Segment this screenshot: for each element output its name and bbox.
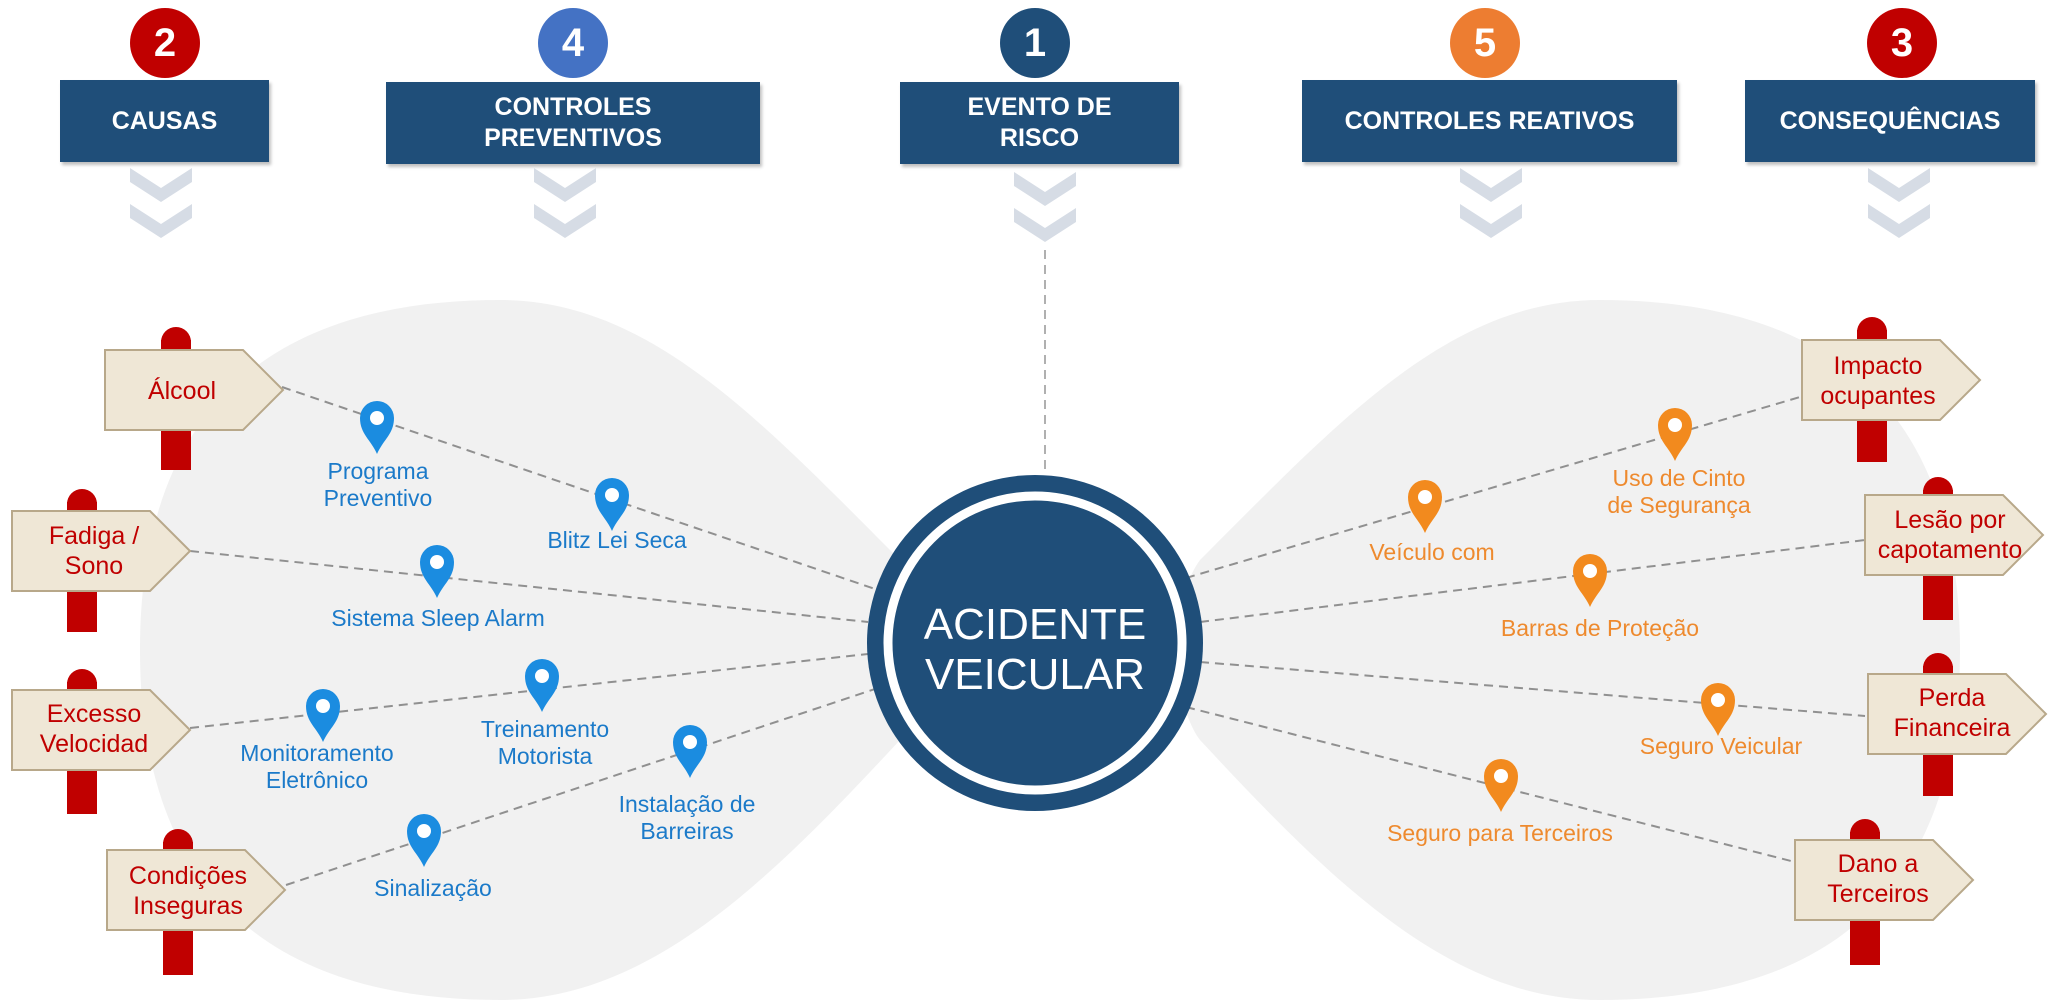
risk-event-circle-outer — [867, 475, 1203, 811]
right-blob — [1177, 300, 1960, 1000]
map-pin-dot — [1418, 490, 1432, 504]
header-reactive-controls: CONTROLES REATIVOS — [1302, 80, 1677, 162]
map-pin-icon — [1658, 408, 1692, 461]
signpost-board — [11, 510, 192, 592]
map-pin-icon — [420, 545, 454, 598]
connector-line — [189, 653, 869, 729]
reactive-control-label: Seguro Veicular — [1639, 733, 1803, 759]
map-pin-icon — [673, 725, 707, 778]
chevron-down-icon — [1868, 168, 1930, 238]
header-risk-event: EVENTO DE RISCO — [900, 82, 1179, 164]
cause-label: Fadiga / Sono — [48, 522, 140, 580]
map-pin-dot — [1668, 418, 1682, 432]
reactive-control-label: Barras de Proteção — [1500, 615, 1700, 641]
header-causes: CAUSAS — [60, 80, 269, 162]
connector-line — [1199, 661, 1866, 717]
map-pin-dot — [316, 699, 330, 713]
map-pin-dot — [1711, 693, 1725, 707]
map-pin-icon — [1701, 683, 1735, 736]
map-pin-dot — [535, 669, 549, 683]
header-consequences: CONSEQUÊNCIAS — [1745, 80, 2035, 162]
connector-line — [189, 550, 869, 623]
header-preventive-controls: CONTROLES PREVENTIVOS — [386, 82, 760, 164]
consequence-label: Perda Financeira — [1893, 684, 2011, 742]
chevron-down-icon — [1460, 168, 1522, 238]
signpost-board — [1864, 494, 2045, 576]
map-pin-dot — [430, 555, 444, 569]
preventive-control-label: Instalação de Barreiras — [618, 791, 756, 844]
preventive-control-label: Blitz Lei Seca — [547, 527, 687, 553]
step-badge-consequences: 3 — [1867, 8, 1937, 78]
map-pin-dot — [370, 411, 384, 425]
map-pin-dot — [1583, 564, 1597, 578]
signpost-board — [1801, 339, 1982, 421]
chevron-down-icon — [130, 168, 192, 238]
reactive-control-label: Seguro para Terceiros — [1387, 820, 1613, 846]
map-pin-icon — [525, 659, 559, 712]
risk-event-circle-ring — [883, 491, 1187, 795]
connector-line — [1185, 396, 1801, 579]
reactive-control-label: Veículo com — [1369, 539, 1495, 565]
preventive-control-label: Sinalização — [374, 875, 492, 901]
map-pin-icon — [1408, 480, 1442, 533]
map-pin-dot — [1494, 769, 1508, 783]
map-pin-icon — [407, 814, 441, 867]
risk-event-label: ACIDENTE VEICULAR — [923, 600, 1147, 699]
cause-label: Condições Inseguras — [128, 862, 248, 920]
map-pin-icon — [1573, 554, 1607, 607]
map-pin-icon — [595, 478, 629, 531]
left-blob — [140, 300, 923, 1000]
signpost-board — [1794, 839, 1975, 921]
chevron-down-icon — [534, 168, 596, 238]
reactive-control-label: Uso de Cinto de Segurança — [1607, 465, 1751, 518]
signpost-board — [106, 849, 287, 931]
cause-label: Álcool — [147, 377, 217, 405]
preventive-control-label: Monitoramento Eletrônico — [240, 740, 394, 793]
consequence-label: Impacto ocupantes — [1820, 352, 1936, 410]
signpost-board — [11, 689, 192, 771]
map-pin-icon — [306, 689, 340, 742]
preventive-control-label: Programa Preventivo — [323, 458, 433, 511]
preventive-control-label: Treinamento Motorista — [480, 716, 610, 769]
preventive-control-label: Sistema Sleep Alarm — [331, 605, 545, 631]
signpost-board — [1867, 673, 2048, 755]
consequence-label: Dano a Terceiros — [1827, 850, 1929, 908]
step-badge-preventive: 4 — [538, 8, 608, 78]
consequence-label: Lesão por capotamento — [1877, 506, 2023, 564]
step-badge-reactive: 5 — [1450, 8, 1520, 78]
signpost-board — [104, 349, 285, 431]
cause-label: Excesso Velocidad — [39, 700, 149, 758]
step-badge-causes: 2 — [130, 8, 200, 78]
connector-line — [1199, 539, 1866, 623]
map-pin-icon — [360, 401, 394, 454]
step-badge-event: 1 — [1000, 8, 1070, 78]
map-pin-dot — [417, 824, 431, 838]
map-pin-dot — [683, 735, 697, 749]
map-pin-icon — [1484, 759, 1518, 812]
chevron-down-icon — [1014, 172, 1076, 242]
map-pin-dot — [605, 488, 619, 502]
